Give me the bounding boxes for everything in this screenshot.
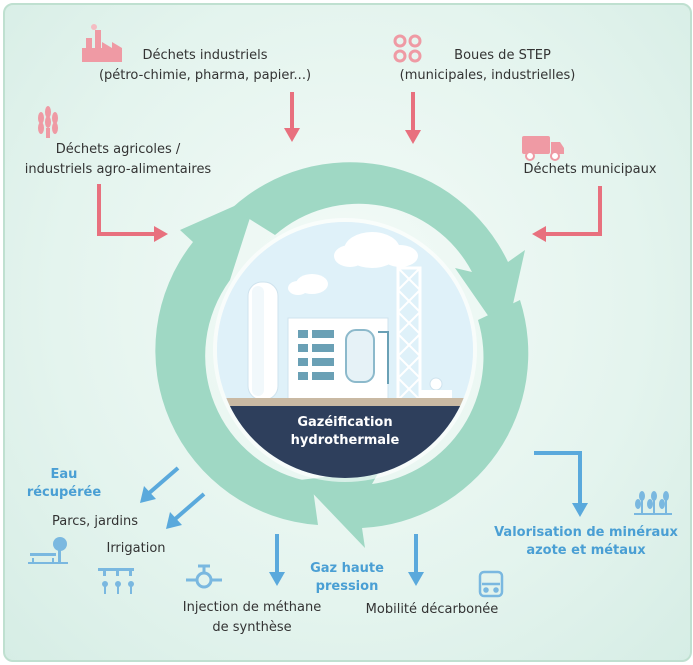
label-methane-line2: de synthèse <box>212 620 292 635</box>
irrigation-icon <box>98 568 134 594</box>
label-gas-line1: Gaz haute <box>310 561 384 576</box>
label-sludge-subtitle: (municipales, industrielles) <box>399 68 576 83</box>
factory-icon <box>82 24 122 62</box>
label-gas: Gaz haute pression <box>292 560 402 596</box>
label-agricultural-title: Déchets agricoles / <box>55 142 181 157</box>
label-water-line2: récupérée <box>26 485 102 500</box>
arrow-irrigation <box>172 492 206 522</box>
garbage-truck-icon <box>522 136 564 161</box>
label-irrigation: Irrigation <box>106 541 166 556</box>
label-minerals: Valorisation de minéraux azote et métaux <box>488 524 684 560</box>
cloud-icon <box>288 232 418 295</box>
label-industrial-title: Déchets industriels <box>142 48 268 63</box>
cycle-arrow-right <box>300 300 529 548</box>
label-agricultural-subtitle: industriels agro-alimentaires <box>24 162 212 177</box>
label-agricultural: Déchets agricoles / industriels agro-ali… <box>8 140 228 180</box>
plant-title-line2: hydrothermale <box>290 433 400 448</box>
arrow-minerals <box>534 451 582 505</box>
label-gas-line2: pression <box>315 579 379 594</box>
wheat-icon <box>38 106 58 138</box>
arrow-municipal <box>545 186 602 236</box>
label-sludge-title: Boues de STEP <box>454 48 551 63</box>
park-bench-icon <box>28 537 68 564</box>
label-municipal: Déchets municipaux <box>523 162 657 177</box>
arrow-water <box>146 466 180 496</box>
sludge-icon <box>393 34 422 63</box>
plant-illustration <box>217 222 473 478</box>
label-water: Eau récupérée <box>24 466 104 502</box>
output-arrows <box>146 451 582 574</box>
cycle-arrow-top <box>232 162 525 340</box>
label-minerals-line2: azote et métaux <box>526 543 646 558</box>
cycle-arrow-left <box>155 196 318 525</box>
label-sludge: Boues de STEP (municipales, industrielle… <box>385 46 590 86</box>
label-industrial-subtitle: (pétro-chimie, pharma, papier...) <box>98 68 312 83</box>
cycle-arrows <box>155 162 529 548</box>
arrow-agricultural <box>97 184 155 236</box>
crops-icon <box>634 491 672 515</box>
label-minerals-line1: Valorisation de minéraux <box>494 525 678 540</box>
input-arrows <box>97 92 602 236</box>
label-industrial: Déchets industriels (pétro-chimie, pharm… <box>80 46 330 86</box>
valve-icon <box>186 564 222 589</box>
plant-title-line1: Gazéification <box>297 415 393 430</box>
label-methane: Injection de méthane de synthèse <box>172 598 332 638</box>
label-mobility: Mobilité décarbonée <box>365 602 499 617</box>
plant-title: Gazéification hydrothermale <box>230 414 460 450</box>
label-parks: Parcs, jardins <box>51 514 139 529</box>
label-methane-line1: Injection de méthane <box>182 600 322 615</box>
label-water-line1: Eau <box>50 467 78 482</box>
bus-icon <box>478 570 504 598</box>
